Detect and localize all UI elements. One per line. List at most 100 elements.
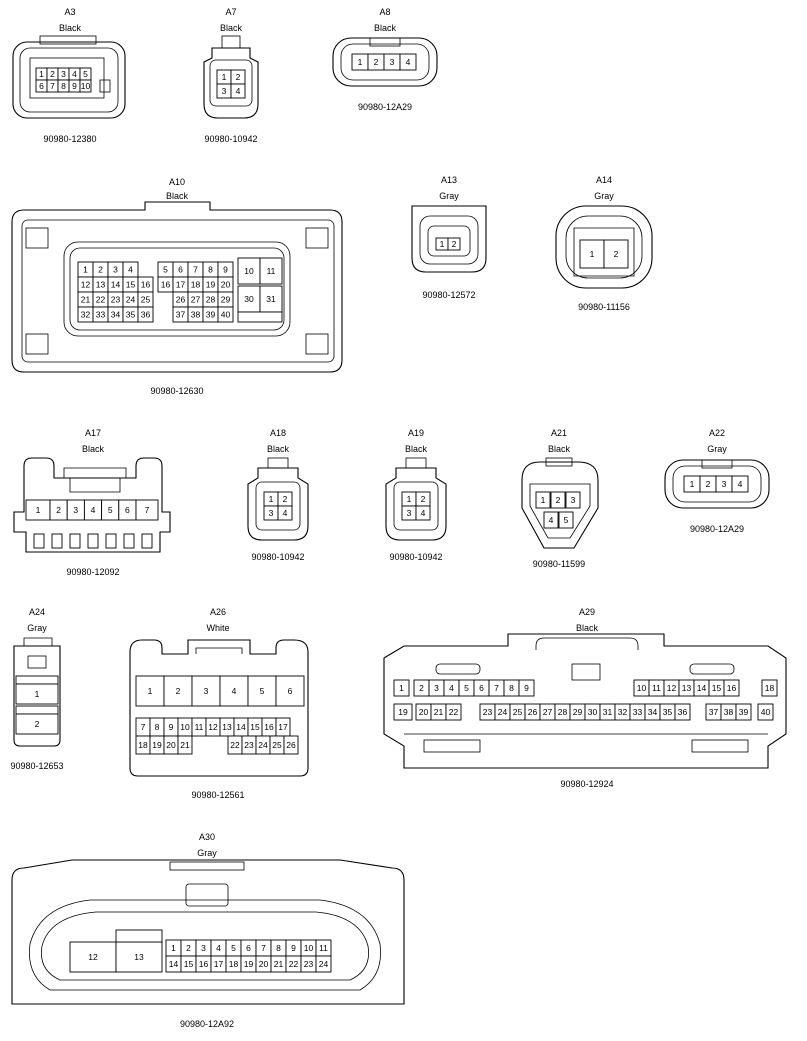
- part-number: 90980-12561: [191, 790, 244, 800]
- pin-number: 3: [201, 943, 206, 953]
- pin-number: 3: [61, 69, 66, 79]
- pin-number: 18: [229, 959, 239, 969]
- pin-number: 6: [39, 81, 44, 91]
- connector-id: A30: [199, 832, 215, 842]
- pin-number: 14: [236, 722, 246, 732]
- pin-cavity: [731, 475, 749, 493]
- part-number: 90980-11599: [533, 559, 585, 569]
- pin-number: 7: [494, 683, 499, 693]
- pin-number: 3: [204, 686, 209, 696]
- connector-color: Gray: [439, 191, 459, 201]
- pin-number: 26: [286, 740, 296, 750]
- pin-number: 2: [706, 479, 711, 489]
- pin-number: 17: [214, 959, 224, 969]
- pin-cavity: [33, 533, 45, 549]
- pin-number: 13: [222, 722, 232, 732]
- pin-number: 4: [406, 57, 411, 67]
- part-number: 90980-12380: [43, 134, 96, 144]
- pin-cavity: [518, 679, 535, 697]
- connector-color: Black: [374, 23, 397, 33]
- connector-id: A17: [85, 428, 101, 438]
- pin-number: 4: [216, 943, 221, 953]
- pin-number: 31: [266, 294, 276, 304]
- pin-number: 7: [145, 505, 150, 515]
- pin-number: 32: [81, 310, 91, 320]
- pin-number: 1: [35, 689, 40, 699]
- connector-color: Black: [220, 23, 243, 33]
- pin-number: 2: [374, 57, 379, 67]
- pin-number: 26: [528, 707, 538, 717]
- connector-color: Gray: [594, 191, 614, 201]
- pin-number: 10: [304, 943, 314, 953]
- pin-cavity: [415, 505, 431, 521]
- pin-number: 8: [509, 683, 514, 693]
- connector-color: Black: [166, 191, 189, 201]
- connector-color: Gray: [27, 623, 47, 633]
- connector-color: Black: [82, 444, 105, 454]
- pin-cavity: [535, 491, 551, 509]
- pin-cavity: [558, 511, 574, 529]
- connector-color: Gray: [197, 848, 217, 858]
- pin-number: 36: [141, 310, 151, 320]
- pin-number: 2: [236, 72, 241, 82]
- pin-number: 30: [588, 707, 598, 717]
- pin-number: 3: [434, 683, 439, 693]
- pin-number: 2: [56, 505, 61, 515]
- pin-number: 25: [513, 707, 523, 717]
- connector-id: A29: [579, 607, 595, 617]
- pin-number: 3: [407, 508, 412, 518]
- pin-cavity: [603, 239, 629, 269]
- pin-number: 35: [126, 310, 136, 320]
- part-number: 90980-10942: [389, 552, 442, 562]
- pin-number: 20: [166, 740, 176, 750]
- part-number: 90980-12A29: [358, 102, 412, 112]
- pin-number: 8: [208, 265, 213, 275]
- pin-number: 2: [176, 686, 181, 696]
- pin-number: 32: [618, 707, 628, 717]
- pin-cavity: [565, 491, 581, 509]
- part-number: 90980-12092: [66, 567, 119, 577]
- pin-number: 2: [556, 495, 561, 505]
- pin-number: 7: [50, 81, 55, 91]
- pin-cavity: [163, 675, 193, 707]
- pin-number: 13: [682, 683, 692, 693]
- pin-number: 23: [483, 707, 493, 717]
- pin-number: 38: [191, 310, 201, 320]
- pin-number: 4: [738, 479, 743, 489]
- pin-number: 3: [722, 479, 727, 489]
- pin-number: 4: [549, 515, 554, 525]
- pin-number: 38: [724, 707, 734, 717]
- pin-number: 15: [250, 722, 260, 732]
- pin-number: 3: [269, 508, 274, 518]
- pin-number: 1: [590, 249, 595, 259]
- pin-cavity: [87, 533, 99, 549]
- part-number: 90980-10942: [251, 552, 304, 562]
- pin-cavity: [543, 511, 559, 529]
- pin-number: 1: [171, 943, 176, 953]
- pin-cavity: [275, 675, 305, 707]
- pin-number: 1: [358, 57, 363, 67]
- pin-number: 2: [98, 265, 103, 275]
- pin-number: 4: [128, 265, 133, 275]
- pin-cavity: [135, 499, 159, 521]
- pin-number: 1: [440, 239, 445, 249]
- pin-number: 9: [72, 81, 77, 91]
- pin-number: 7: [261, 943, 266, 953]
- pin-number: 19: [152, 740, 162, 750]
- connector-id: A22: [709, 428, 725, 438]
- pin-cavity: [51, 533, 63, 549]
- connector-id: A7: [225, 7, 236, 17]
- pin-number: 8: [61, 81, 66, 91]
- pin-cavity: [115, 941, 163, 973]
- pin-cavity: [761, 679, 778, 697]
- pin-number: 9: [223, 265, 228, 275]
- connector-color: White: [206, 623, 229, 633]
